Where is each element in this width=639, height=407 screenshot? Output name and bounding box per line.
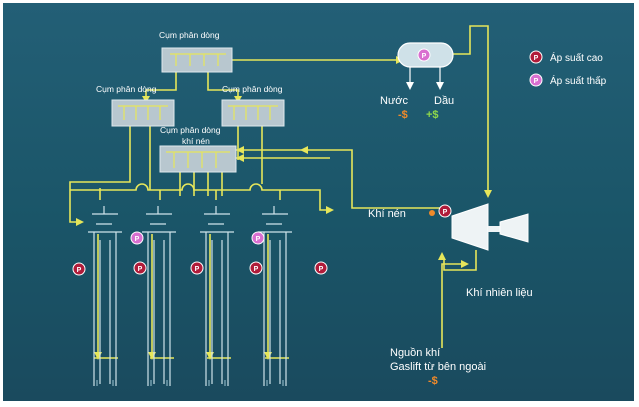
high-pressure-badge-3: P (190, 261, 204, 275)
manifold-right (221, 99, 285, 127)
legend-low-label: Áp suất thấp (550, 74, 607, 87)
manifold-left-label: Cụm phân dòng (96, 84, 157, 94)
well-bottom-marks (96, 380, 284, 386)
svg-text:P: P (443, 209, 448, 216)
compressed-gas-label: Khí nén (368, 208, 406, 220)
low-pressure-badge-2: P (251, 231, 265, 245)
oil-value: +$ (426, 109, 439, 121)
well-3 (200, 206, 234, 386)
legend-high-pressure: P Áp suất cao (529, 50, 603, 64)
wells (88, 206, 292, 386)
low-pressure-badge: P (417, 48, 431, 62)
manifold-top-label: Cụm phân dòng (159, 30, 220, 40)
svg-text:P: P (195, 266, 200, 273)
svg-text:P: P (256, 236, 261, 243)
well-4 (258, 206, 292, 386)
well-2 (142, 206, 176, 386)
fuel-gas-label: Khí nhiên liệu (466, 287, 533, 299)
legend-high-label: Áp suất cao (550, 51, 603, 64)
compressor-high-pressure-badge: P (438, 204, 452, 218)
oil-label: Dầu (434, 95, 454, 107)
well-badges: P P P P P P P (72, 231, 328, 276)
diagram-background (3, 3, 634, 401)
manifold-top (161, 47, 233, 73)
svg-text:P: P (319, 266, 324, 273)
well-1 (88, 206, 122, 386)
svg-text:P: P (138, 266, 143, 273)
source-label-1: Nguồn khí (390, 347, 440, 359)
compressed-gas-cost-dot (429, 210, 435, 216)
svg-text:P: P (254, 266, 259, 273)
legend-low-pressure: P Áp suất thấp (529, 73, 607, 87)
source-value: -$ (428, 375, 438, 387)
svg-text:P: P (534, 78, 539, 85)
water-value: -$ (398, 109, 408, 121)
manifold-right-label: Cụm phân dòng (222, 84, 283, 94)
svg-text:P: P (135, 236, 140, 243)
high-pressure-badge-4: P (249, 261, 263, 275)
manifold-compressed-gas (159, 145, 237, 173)
flow-lines (69, 25, 489, 359)
high-pressure-badge-5: P (314, 261, 328, 275)
manifold-left (111, 99, 175, 127)
svg-text:P: P (77, 267, 82, 274)
manifold-gas-label-2: khí nén (182, 136, 210, 146)
svg-text:P: P (422, 53, 427, 60)
svg-text:P: P (534, 55, 539, 62)
compressor (451, 203, 529, 251)
high-pressure-badge-2: P (133, 261, 147, 275)
water-label: Nước (380, 95, 409, 107)
high-pressure-badge-1: P (72, 262, 86, 276)
source-label-2: Gaslift từ bên ngoài (390, 361, 486, 373)
low-pressure-badge-1: P (130, 231, 144, 245)
legend: P Áp suất cao P Áp suất thấp (529, 50, 607, 87)
manifold-gas-label-1: Cụm phân dòng (160, 125, 221, 135)
